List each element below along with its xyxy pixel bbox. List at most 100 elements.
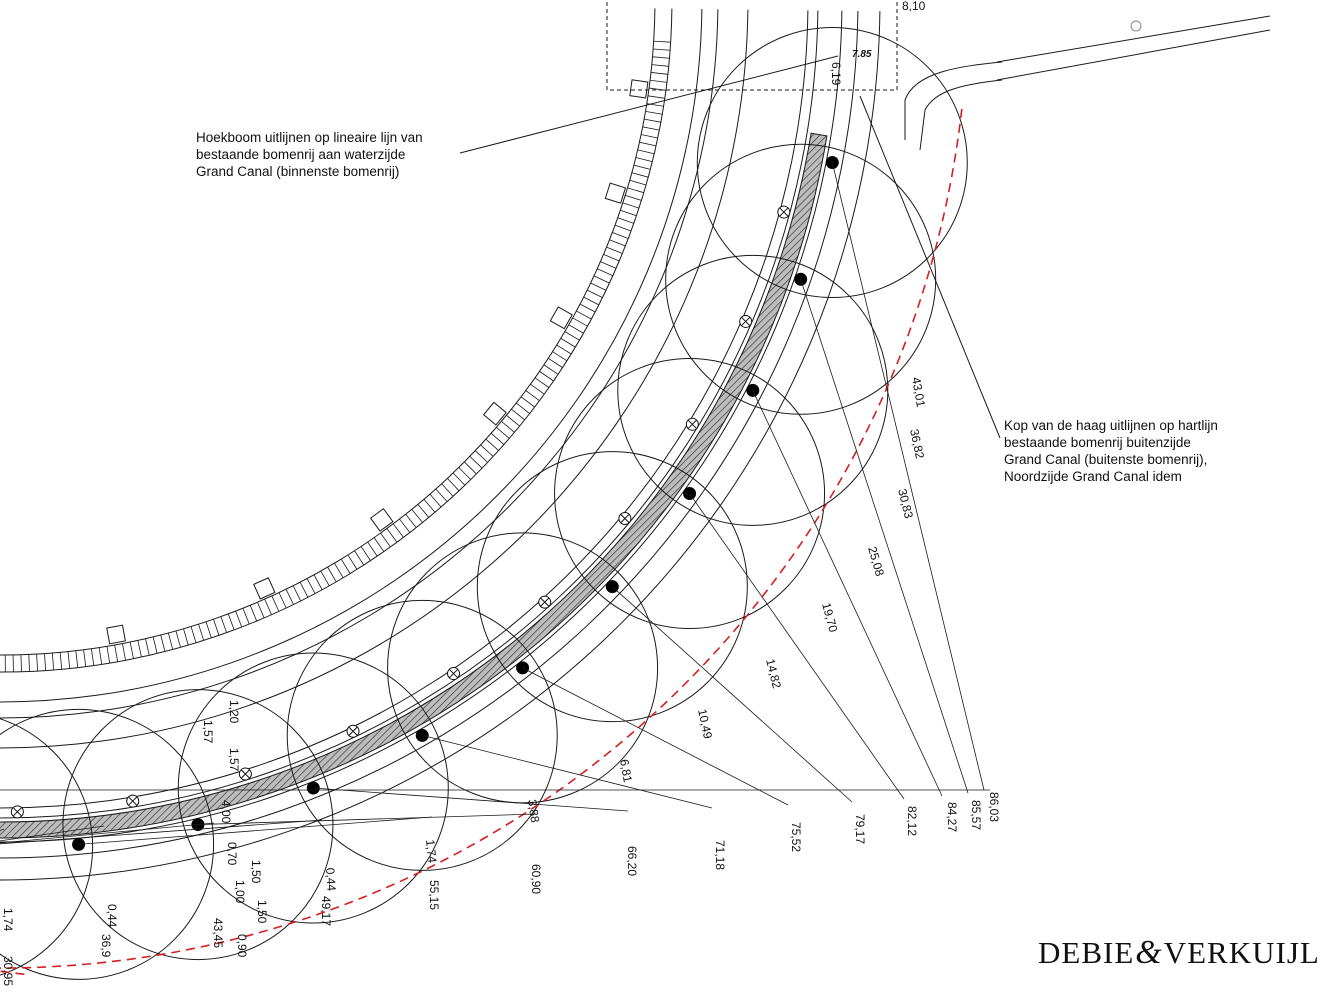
brand-name-left: DEBIE — [1038, 935, 1135, 970]
existing-tree-x-8 — [128, 796, 138, 806]
kerb-tick — [435, 488, 448, 502]
note-hedge-head: Kop van de haag uitlijnen op hartlijn be… — [1004, 417, 1218, 485]
kerb-tick — [249, 605, 258, 622]
dim-line-3 — [689, 493, 905, 800]
dim-bottom-7: 66,20 — [625, 846, 639, 876]
dim-radial-5: 14,82 — [763, 657, 784, 690]
kerb-tick — [464, 461, 477, 475]
kerb-tick — [590, 282, 607, 291]
kerb-tick — [629, 179, 647, 186]
existing-tree-x-0 — [779, 207, 789, 217]
dim-top-3: 6,19 — [829, 62, 843, 86]
existing-tree-x-2 — [687, 419, 697, 429]
post-3 — [482, 401, 507, 426]
kerb-tick — [386, 528, 398, 543]
dim-bottom-9: 55,15 — [427, 880, 441, 910]
tree-crown-1 — [665, 143, 937, 415]
dim-line-4 — [612, 586, 853, 803]
kerb-tick — [614, 224, 632, 232]
kerb-tick — [452, 472, 466, 486]
road-arc-4 — [0, 9, 749, 749]
kerb-tick — [587, 289, 603, 298]
kerb-tick — [340, 558, 351, 574]
dim-radial-3: 25,08 — [865, 545, 887, 578]
kerb-tick — [576, 310, 592, 320]
kerb-tick — [543, 364, 559, 375]
post-0 — [629, 79, 649, 99]
kerb-tick — [380, 532, 391, 548]
kerb-tick — [447, 478, 460, 492]
dim-bottom-13: 30,95 — [1, 956, 15, 986]
kerb-tick — [423, 499, 436, 513]
kerb-tick — [313, 574, 323, 590]
kerb-tick — [627, 187, 644, 194]
kerb-tick — [137, 640, 142, 658]
kerb-tick — [593, 275, 610, 284]
brand-logo: DEBIE&VERKUIJL — [1038, 934, 1320, 972]
kerb-tick — [285, 589, 294, 605]
note-corner-tree-line-2: bestaande bomenrij aan waterzijde — [196, 147, 406, 162]
kerb-tick — [548, 357, 563, 368]
dim-left-1: 1,57 — [201, 720, 215, 744]
kerb-tick — [278, 592, 287, 609]
kerb-tick — [360, 546, 371, 561]
dim-radial-1: 36,82 — [907, 428, 927, 461]
boundary-line — [0, 108, 963, 976]
dim-left-4: 0,70 — [225, 842, 239, 866]
kerb-tick — [405, 513, 417, 528]
kerb-tick — [51, 652, 55, 670]
kerb-tick — [475, 450, 488, 463]
dim-line-2 — [752, 390, 943, 797]
kerb-tick — [635, 157, 653, 162]
dim-left-0: 1,20 — [227, 700, 241, 724]
dim-bottom-12: 36,9 — [99, 934, 113, 958]
dim-radial-10: 0,44 — [323, 867, 339, 892]
dimension-lines — [0, 162, 990, 845]
kerb-tick — [572, 317, 588, 327]
kerb-tick — [612, 232, 629, 239]
dim-radial-2: 30,83 — [895, 487, 916, 520]
kerb-tick — [417, 504, 430, 518]
kerb-tick — [651, 64, 669, 67]
tree-crown-0 — [696, 27, 968, 299]
note-corner-tree-line-1: Hoekboom uitlijnen op lineaire lijn van — [196, 130, 423, 145]
note-hedge-head-line-3: Grand Canal (buitenste bomenrij), — [1004, 452, 1208, 467]
kerb-tick — [525, 390, 540, 402]
kerb-tick — [652, 56, 670, 59]
kerb-tick — [67, 651, 71, 669]
kerb-tick — [227, 613, 235, 631]
kerb-tick — [292, 585, 302, 602]
dim-bottom-3: 82,12 — [905, 806, 919, 836]
kerb-tick — [122, 643, 126, 661]
tree-crown-10 — [0, 718, 94, 976]
road-arc-8 — [0, 10, 859, 859]
kerb-tick — [129, 641, 134, 659]
note-hedge-head-line-1: Kop van de haag uitlijnen op hartlijn — [1004, 418, 1218, 433]
kerb-tick — [640, 134, 658, 139]
kerb-tick — [633, 164, 651, 170]
kerb-tick — [501, 421, 515, 433]
brand-ampersand: & — [1135, 934, 1163, 971]
kerb-tick — [485, 438, 499, 451]
kerb-tick — [631, 172, 649, 178]
kerb-tick — [649, 87, 666, 91]
kerb-tick — [98, 647, 103, 665]
kerb-tick — [83, 649, 87, 667]
kerb-tick — [114, 644, 119, 662]
road-arc-7 — [0, 10, 843, 843]
kerb-tick — [530, 383, 545, 395]
leader-corner-tree — [459, 55, 839, 154]
post-5 — [253, 577, 276, 600]
dim-left-5: 1,50 — [249, 860, 263, 884]
dim-line-5 — [522, 667, 789, 806]
kerb-tick — [392, 523, 404, 538]
post-6 — [106, 624, 126, 645]
kerb-tick — [564, 331, 580, 341]
tree-crown-9 — [0, 708, 215, 980]
kerb-tick — [556, 344, 572, 355]
dim-line-10 — [0, 819, 323, 845]
kerb-tick — [152, 636, 158, 654]
dim-line-9 — [78, 816, 433, 845]
existing-tree-x-1 — [741, 317, 751, 326]
kerb-tick — [639, 141, 657, 147]
